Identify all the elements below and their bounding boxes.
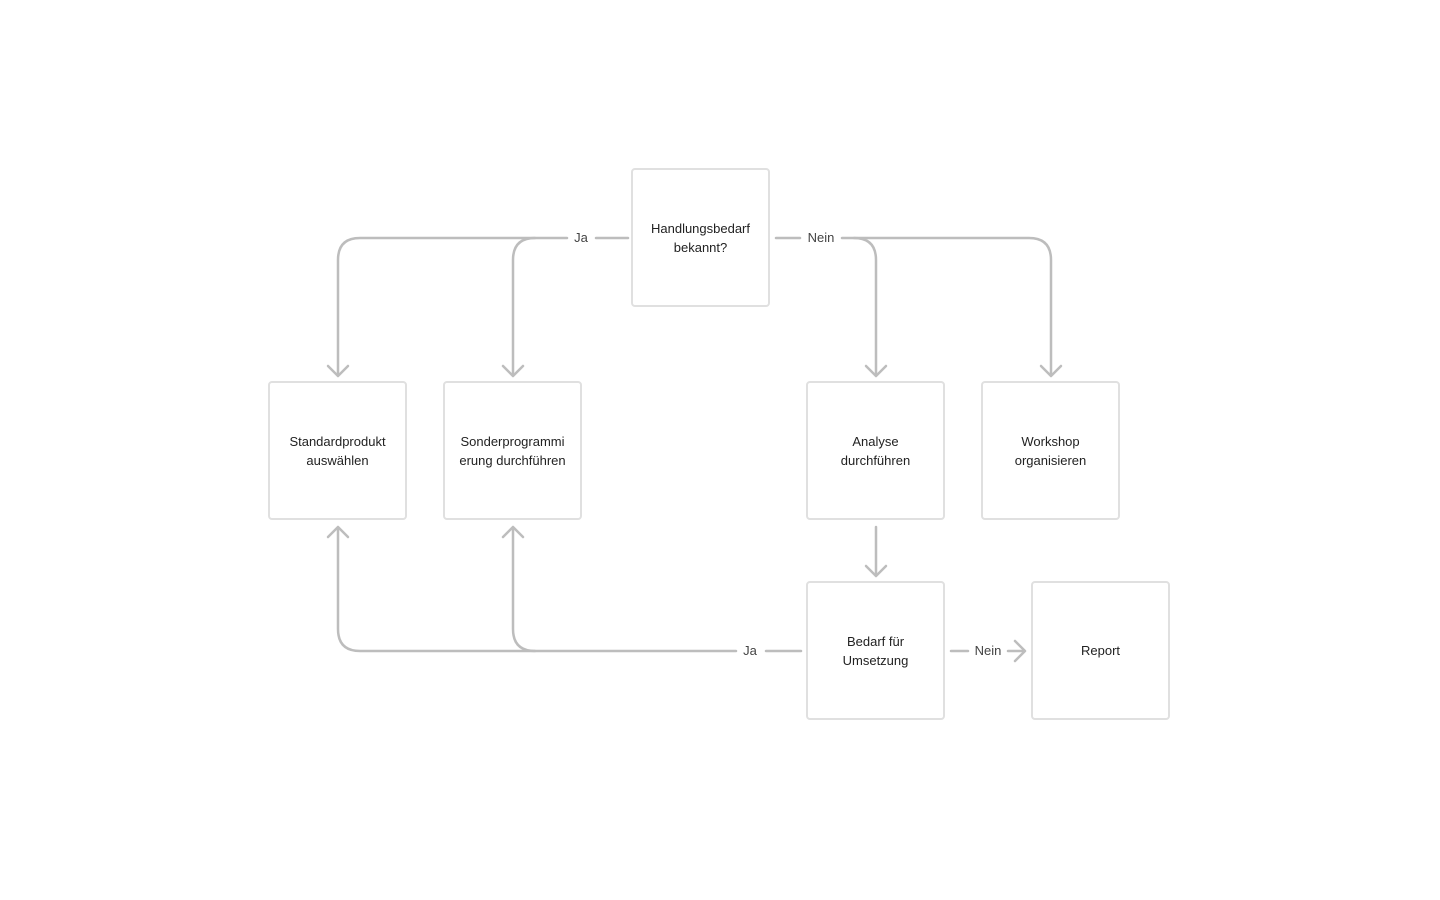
node-report[interactable]: Report (1031, 581, 1170, 720)
node-workshop[interactable]: Workshop organisieren (981, 381, 1120, 520)
connector-ja-to-standardprodukt-bottom (336, 526, 738, 653)
node-bedarf-label: Bedarf für Umsetzung (842, 633, 909, 668)
node-sonderprogrammierung[interactable]: Sonderprogrammi erung durchführen (443, 381, 582, 520)
arrowhead-workshop-top (1039, 364, 1063, 378)
node-bedarf[interactable]: Bedarf für Umsetzung (806, 581, 945, 720)
arrowhead-report (1013, 639, 1027, 663)
node-standardprodukt[interactable]: Standardprodukt auswählen (268, 381, 407, 520)
edge-label-ja-top: Ja (572, 228, 590, 248)
connector-nein-to-analyse (840, 236, 878, 377)
node-standardprodukt-label: Standardprodukt auswählen (289, 433, 386, 468)
arrowhead-standardprodukt-bottom (326, 525, 350, 539)
connector-ja-to-sonderprogrammierung-bottom (511, 526, 537, 653)
edge-label-nein-bottom: Nein (972, 641, 1004, 661)
arrowhead-bedarf-top (864, 564, 888, 578)
edge-label-nein-top: Nein (805, 228, 837, 248)
edge-label-ja-bottom: Ja (741, 641, 759, 661)
node-analyse-label: Analyse durchführen (840, 433, 911, 468)
node-handlungsbedarf-label: Handlungsbedarf bekannt? (650, 220, 751, 255)
node-handlungsbedarf[interactable]: Handlungsbedarf bekannt? (631, 168, 770, 307)
arrowhead-analyse-top (864, 364, 888, 378)
connector-ja-to-sonderprogrammierung (511, 236, 537, 377)
node-workshop-label: Workshop organisieren (1014, 433, 1087, 468)
node-analyse[interactable]: Analyse durchführen (806, 381, 945, 520)
connector-nein-to-workshop (852, 236, 1053, 377)
arrowhead-sonderprogrammierung-bottom (501, 525, 525, 539)
node-report-label: Report (1080, 643, 1121, 658)
node-sonderprogrammierung-label: Sonderprogrammi erung durchführen (459, 433, 566, 468)
arrowhead-standardprodukt-top (326, 364, 350, 378)
connector-ja-to-standardprodukt (336, 236, 569, 377)
arrowhead-sonderprogrammierung-top (501, 364, 525, 378)
